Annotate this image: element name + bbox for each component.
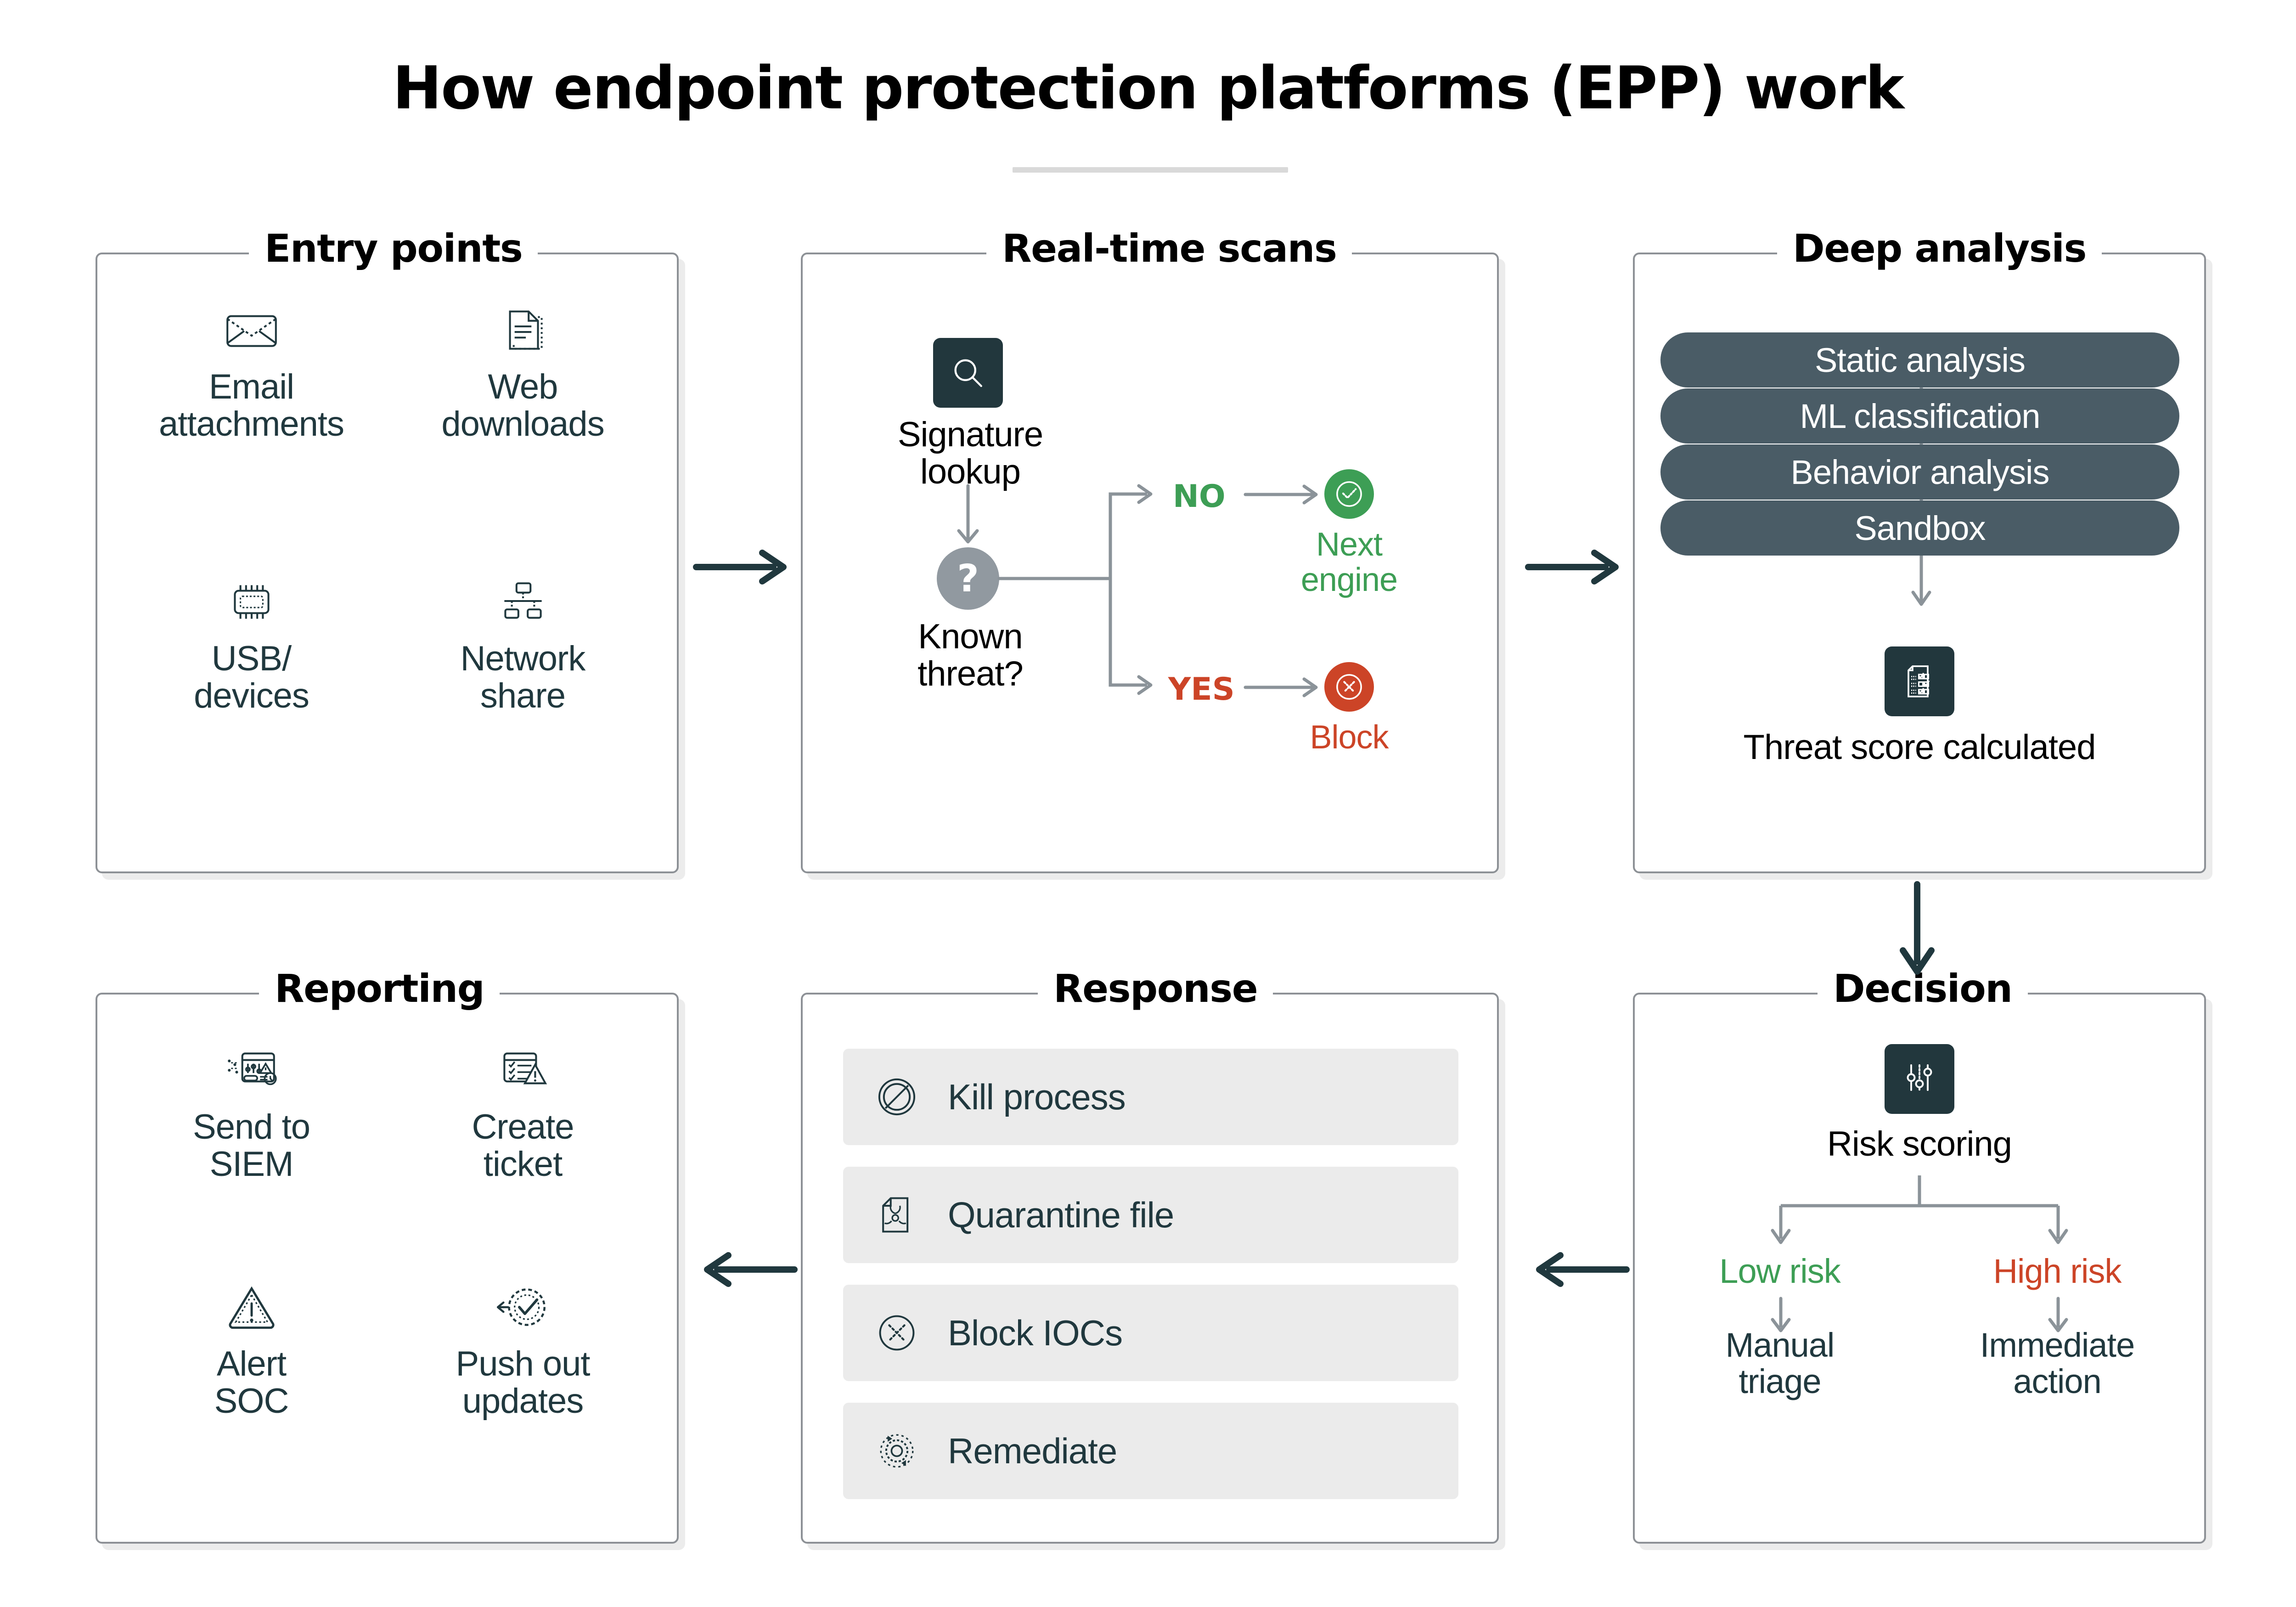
chip-icon <box>233 585 270 619</box>
known-threat-label: Known threat? <box>917 617 1024 694</box>
no-to-next-arrow <box>1244 484 1318 505</box>
response-action-label: Quarantine file <box>948 1194 1174 1235</box>
block-label: Block <box>1310 719 1389 756</box>
branch-word-yes: YES <box>1168 671 1235 708</box>
high-risk-arrow <box>2048 1297 2068 1332</box>
reporting-grid: Send to SIEM Create ticket <box>97 995 677 1542</box>
entry-item-email: Email attachments <box>116 300 387 572</box>
signature-lookup-label: Signature lookup <box>897 415 1043 492</box>
reporting-item-push-updates: Push out updates <box>387 1277 658 1514</box>
high-risk-outcome: Immediate action <box>1980 1326 2135 1401</box>
response-action-label: Remediate <box>948 1430 1117 1471</box>
response-action-block-iocs[interactable]: Block IOCs <box>843 1285 1458 1381</box>
entry-item-web: Web downloads <box>387 300 658 572</box>
known-threat-decision-node: ? <box>937 547 999 610</box>
risk-scoring-label: Risk scoring <box>1827 1124 2012 1163</box>
connector-deep-to-decision <box>1900 881 1935 975</box>
panel-entry-points: Entry points Email attachments Web downl… <box>96 226 679 873</box>
reporting-item-label: Alert SOC <box>214 1344 289 1421</box>
yes-to-block-arrow <box>1244 677 1318 697</box>
checklist-alert-icon <box>503 1052 547 1084</box>
deep-stage-ml: ML classification <box>1660 388 2179 444</box>
panel-response: Response Kill process Quarantine <box>801 966 1499 1544</box>
page-title: How endpoint protection platforms (EPP) … <box>393 54 1904 123</box>
risk-scoring-tile <box>1885 1044 1954 1114</box>
scan-down-arrow <box>957 484 979 544</box>
block-disc <box>1324 662 1374 712</box>
reporting-item-alert-soc: Alert SOC <box>116 1277 387 1514</box>
response-action-label: Block IOCs <box>948 1312 1123 1353</box>
panel-title-decision: Decision <box>1818 966 2028 1011</box>
x-dotted-circle-icon <box>879 1315 915 1351</box>
response-action-label: Kill process <box>948 1076 1126 1117</box>
next-engine-label: Next engine <box>1300 526 1398 599</box>
warning-triangle-icon <box>229 1286 274 1329</box>
entry-item-network: Network share <box>387 572 658 844</box>
response-action-quarantine-file[interactable]: Quarantine file <box>843 1167 1458 1263</box>
entry-item-label: Email attachments <box>159 367 344 444</box>
panel-title-real-time-scans: Real-time scans <box>986 226 1352 271</box>
connector-decision-to-response <box>1536 1252 1630 1287</box>
panel-title-deep-analysis: Deep analysis <box>1777 226 2102 271</box>
threat-score-label: Threat score calculated <box>1743 728 2096 767</box>
connector-response-to-reporting <box>704 1252 798 1287</box>
risk-branch-high: High risk <box>1993 1252 2122 1290</box>
panel-title-response: Response <box>1038 966 1273 1011</box>
response-action-remediate[interactable]: Remediate <box>843 1403 1458 1499</box>
low-risk-outcome: Manual triage <box>1725 1326 1835 1401</box>
documents-icon <box>509 310 543 350</box>
scored-checklist-icon <box>1908 665 1930 697</box>
check-circle-icon <box>1336 481 1362 507</box>
deep-stage-behavior: Behavior analysis <box>1660 444 2179 500</box>
title-underline <box>1013 167 1288 173</box>
dashboard-alert-icon <box>227 1052 277 1085</box>
entry-item-label: Network share <box>460 639 586 716</box>
reporting-item-ticket: Create ticket <box>387 1040 658 1277</box>
next-engine-disc <box>1324 469 1374 519</box>
biohazard-file-icon <box>882 1197 909 1233</box>
connector-scans-to-deep <box>1525 550 1619 584</box>
response-action-kill-process[interactable]: Kill process <box>843 1049 1458 1145</box>
entry-item-label: USB/ devices <box>194 639 310 716</box>
reporting-item-label: Push out updates <box>456 1344 591 1421</box>
magnifier-icon <box>954 359 982 387</box>
signature-lookup-tile <box>933 338 1003 408</box>
deep-stage-sandbox: Sandbox <box>1660 500 2179 556</box>
risk-branch-low: Low risk <box>1719 1252 1840 1290</box>
low-risk-arrow <box>1771 1297 1791 1332</box>
threat-score-tile <box>1885 646 1954 716</box>
panel-title-reporting: Reporting <box>259 966 500 1011</box>
panel-deep-analysis: Deep analysis Static analysis ML classif… <box>1633 226 2206 873</box>
reporting-item-siem: Send to SIEM <box>116 1040 387 1277</box>
panel-reporting: Reporting <box>96 966 679 1544</box>
response-action-list: Kill process Quarantine file Block IOCs <box>843 1049 1458 1499</box>
reporting-item-label: Create ticket <box>472 1107 574 1184</box>
entry-points-grid: Email attachments Web downloads <box>97 254 677 871</box>
connector-entry-to-scans <box>693 550 787 584</box>
panel-real-time-scans: Real-time scans Signature lookup ? Known… <box>801 226 1499 873</box>
sliders-icon <box>1907 1064 1932 1091</box>
panel-decision: Decision Risk scoring Lo <box>1633 966 2206 1544</box>
reporting-item-label: Send to SIEM <box>193 1107 310 1184</box>
gear-refresh-icon <box>880 1434 914 1468</box>
deep-stage-static: Static analysis <box>1660 332 2179 388</box>
gear-check-icon <box>496 1288 546 1326</box>
envelope-icon <box>226 315 277 347</box>
branch-word-no: NO <box>1173 478 1226 515</box>
no-entry-icon <box>878 1078 916 1116</box>
entry-item-label: Web downloads <box>441 367 604 444</box>
entry-item-usb: USB/ devices <box>116 572 387 844</box>
x-circle-icon <box>1336 674 1362 700</box>
decision-split-lines <box>1771 1175 2068 1244</box>
scan-branch-lines <box>997 484 1153 695</box>
panel-title-entry-points: Entry points <box>249 226 538 271</box>
network-share-icon <box>504 582 542 619</box>
